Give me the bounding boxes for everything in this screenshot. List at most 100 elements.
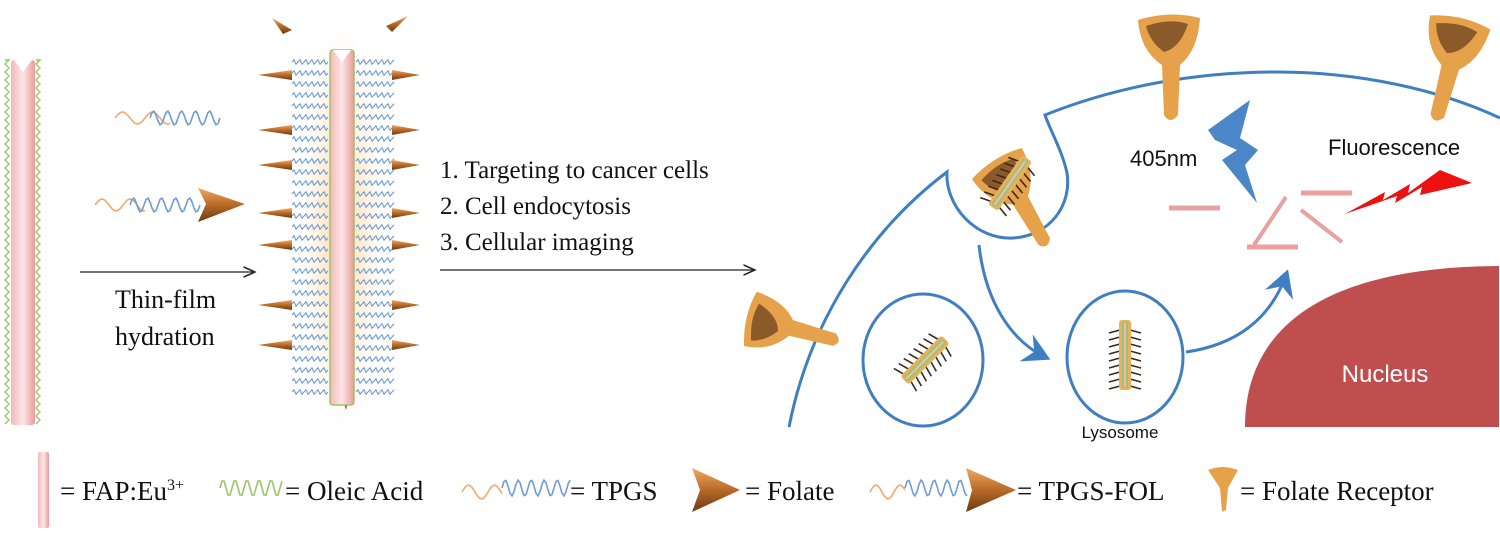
folate-spike [984,191,996,197]
legend-fap-text: = FAP:Eu [60,476,167,506]
tpgs-chain [291,124,329,132]
folate-spike [1129,385,1142,390]
legend-fap-sup: 3+ [167,477,184,494]
legend-tpgs-fol-orange-icon [869,484,906,500]
internalized-nanorod [979,156,1036,217]
folate-spike [918,343,929,351]
legend-receptor: = Folate Receptor [1240,476,1434,506]
folate-spike [925,365,933,377]
tpgs-chain [355,300,395,308]
folate-spike [1008,156,1020,163]
tpgs-chain [291,190,329,198]
tpgs-blue-chain [149,110,221,126]
tpgs-chain [355,289,395,297]
folate-spike [1022,172,1032,183]
folate-cone-icon [392,208,420,218]
tpgs-orange-chain [114,111,171,125]
legend-tpgs-fol-cone-icon [966,468,1016,512]
released-nanorods [1169,190,1352,250]
folate-spike [996,173,1008,180]
tpgs-chain [355,245,395,253]
folate-spike [908,352,920,360]
endosome-vesicle [861,292,985,428]
folate-spike [1129,343,1142,348]
folate-spike [1108,357,1121,362]
folate-spike [1108,343,1121,348]
folate-spike [1129,329,1142,334]
tpgs-chain [291,201,329,209]
cell-membrane [787,70,1500,428]
tpgs-chain [355,135,395,143]
tpgs-chain [291,344,329,352]
folate-spike [1010,189,1020,200]
tpgs-chain [355,212,395,220]
folate-cone-icon [258,160,292,170]
folate-cone-icon [258,300,292,310]
folate-spike [998,206,1008,217]
tpgs-chain [291,135,329,143]
folate-spike [910,380,918,392]
rod-core [905,340,945,380]
tpgs-chain [291,91,329,99]
excitation-label: 405nm [1130,146,1197,171]
legend-folate: = Folate [745,476,834,506]
folate-cone-icon [392,240,420,250]
tpgs-chain [291,388,329,396]
legend-tpgs: = TPGS [570,476,658,506]
tpgs-chain [355,278,395,286]
lysosome-vesicle [1065,289,1185,425]
receptor-pocket [1146,21,1188,52]
folate-spike [934,356,942,367]
tpgs-chain [355,168,395,176]
tpgs-chain [355,234,395,242]
folate-spike [1108,350,1121,355]
lysosome-label: Lysosome [1082,423,1159,442]
folate-spike [1129,336,1142,341]
tpgs-chain [291,157,329,165]
tpgs-chain [291,311,329,319]
folate-cone-icon [386,16,408,32]
released-rod [1252,195,1288,247]
tpgs-chain [355,256,395,264]
folate-receptor-icon [1138,14,1200,120]
tpgs-chain [355,223,395,231]
folate-spike [1026,166,1036,177]
tpgs-chain [291,322,329,330]
folate-cone-icon [258,240,292,250]
tpgs-chain [355,102,395,110]
folate-receptor-icon [744,291,839,348]
folate-cone-icon [392,160,420,170]
tpgs-chain [355,124,395,132]
tpgs-chain [291,256,329,264]
legend-rod-icon [38,452,49,528]
tpgs-chain [355,80,395,88]
folate-spike [1018,177,1028,188]
tpgs-chain [355,190,395,198]
legend-receptor-icon [1208,467,1238,512]
folate-cone-icon [392,125,420,135]
legend-fap: = FAP:Eu3+ [60,476,184,506]
folate-spike [939,351,947,362]
tpgs-chain [291,234,329,242]
tpgs-chain [355,333,395,341]
folate-spike [1004,162,1016,168]
rod-notch [14,60,32,72]
legend-folate-icon [692,468,740,512]
folate-spike [992,179,1004,185]
folate-spike [1006,195,1016,205]
tpgs-chain [291,366,329,374]
folate-spike [1108,336,1121,341]
nucleus [1245,266,1499,427]
folate-spike [1129,378,1142,383]
folate-spike [903,357,915,365]
rod-core [993,160,1027,206]
legend-oleic-icon [219,480,283,496]
excitation-lightning-icon [1208,100,1258,203]
folate-cone-icon [258,340,292,350]
tpgs-chain [291,146,329,154]
tpgs-chain [291,289,329,297]
folate-cone-icon [272,18,292,34]
folate-spike [1129,350,1142,355]
